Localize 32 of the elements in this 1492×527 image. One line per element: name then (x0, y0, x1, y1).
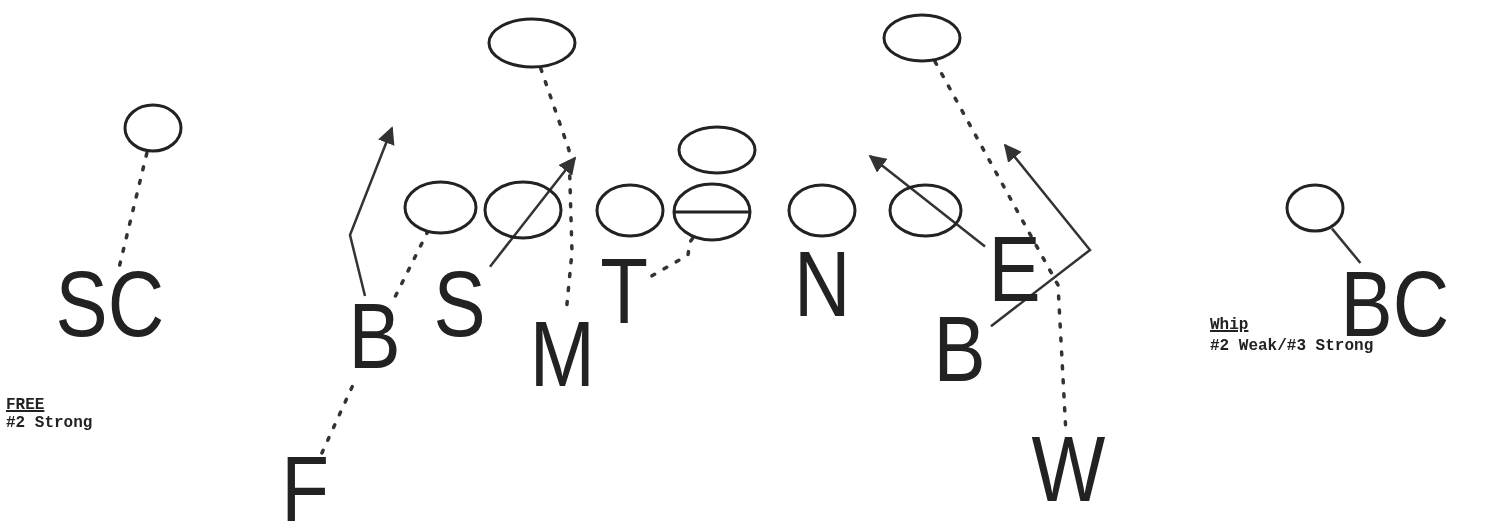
player-ellipse (787, 182, 857, 238)
connector-line (1331, 227, 1362, 264)
player-letter: N (794, 249, 850, 321)
dotted-line (117, 150, 149, 267)
assignment-note: #2 Strong (6, 414, 93, 432)
player-letter: B (931, 312, 989, 388)
assignment-heading: FREE (6, 396, 45, 414)
route-arrow (489, 156, 577, 268)
player-letter: M (529, 317, 595, 393)
player-letter: SC (54, 267, 166, 343)
assignment-heading: Whip (1210, 316, 1249, 334)
player-ellipse (483, 180, 563, 240)
player-ellipse (487, 17, 577, 69)
dotted-line (393, 231, 429, 298)
player-letter: B (344, 298, 406, 376)
player-ellipse (677, 125, 757, 175)
player-ellipse (882, 13, 962, 63)
player-ellipse (1285, 183, 1345, 233)
player-letter: T (598, 254, 650, 330)
player-letter: E (987, 233, 1043, 307)
route-arrow (348, 126, 395, 297)
player-letter: F (281, 455, 329, 525)
player-letter: S (432, 267, 488, 343)
route-arrow (990, 143, 1092, 328)
center-ellipse (672, 182, 752, 242)
player-ellipse (887, 182, 963, 238)
dotted-line (650, 236, 695, 278)
player-ellipse (402, 179, 478, 235)
player-ellipse (595, 182, 665, 238)
assignment-note: #2 Weak/#3 Strong (1210, 337, 1374, 355)
route-arrow (868, 154, 986, 248)
player-ellipse (123, 103, 183, 153)
